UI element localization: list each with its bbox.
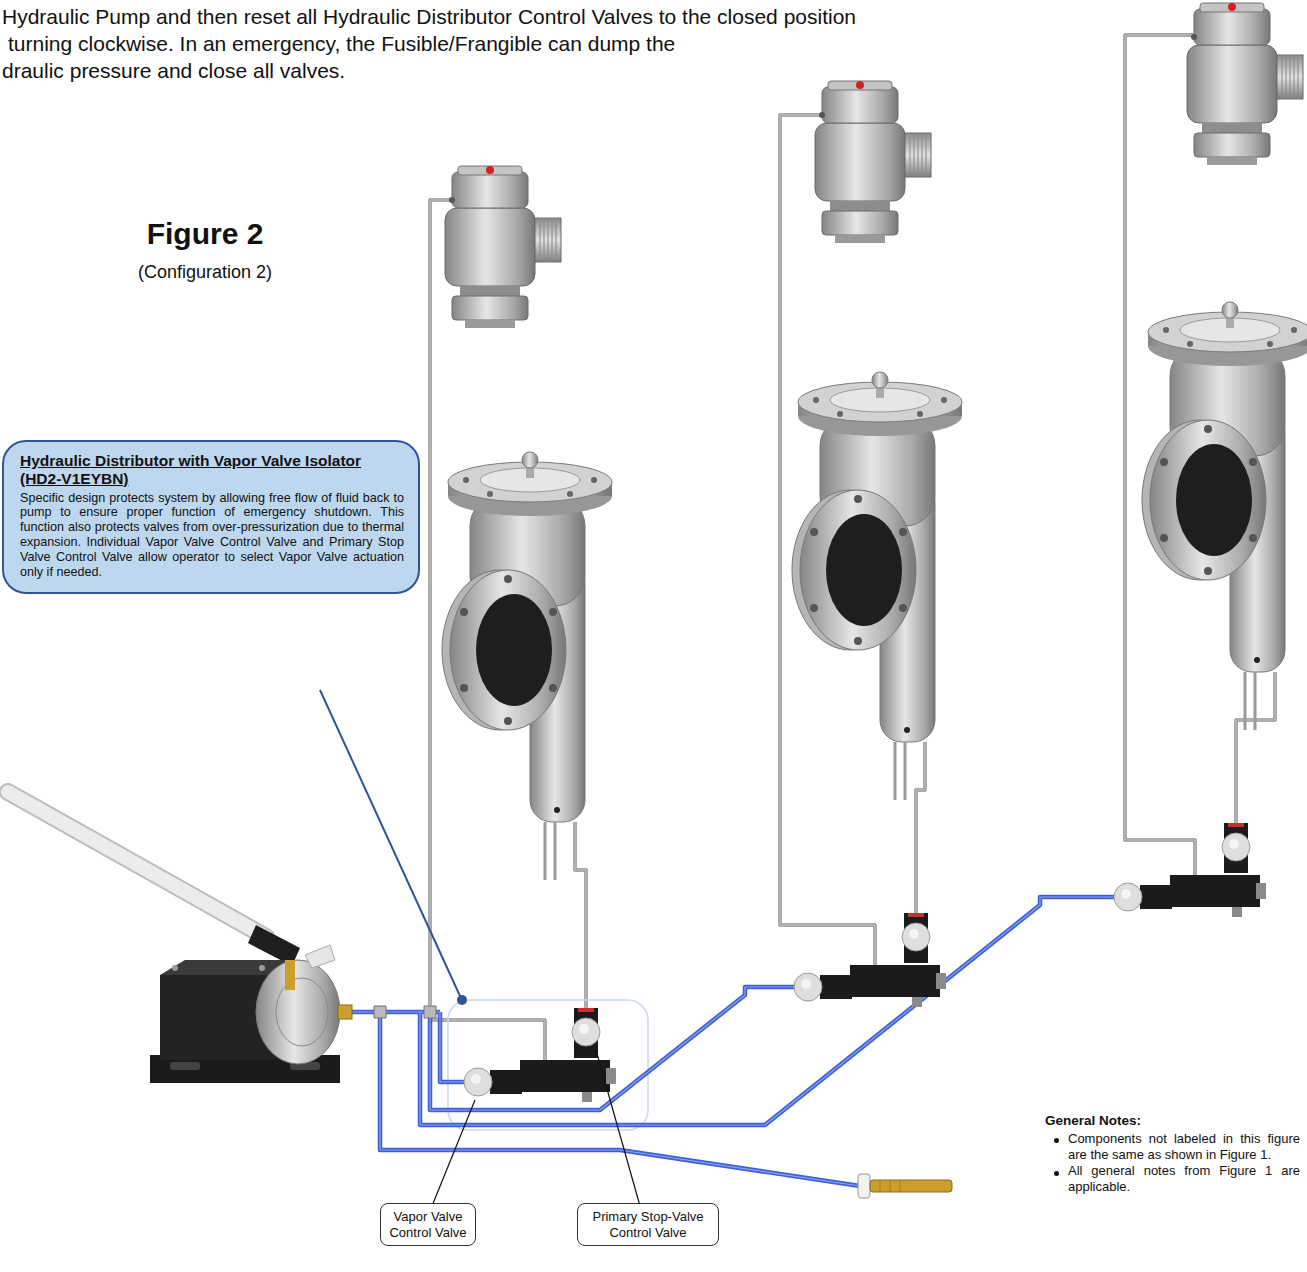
hydraulic-hand-pump-part xyxy=(170,1062,200,1070)
leader-lines-part xyxy=(320,690,460,996)
fusible-frangible-plug xyxy=(858,1174,952,1198)
fusible-frangible-plug-part xyxy=(858,1174,870,1198)
blue-hydraulic-lines-part-part xyxy=(440,1012,464,1082)
hydraulic-hand-pump-part xyxy=(285,960,295,990)
hydraulic-hand-pump-part xyxy=(248,925,300,966)
callout-text: Vapor Valve Control Valve xyxy=(385,1209,471,1240)
callout-text: Primary Stop-Valve Control Valve xyxy=(582,1209,714,1240)
blue-hydraulic-lines xyxy=(352,897,1114,1186)
blue-hydraulic-lines-part xyxy=(352,897,1114,1186)
hydraulic-hand-pump-part xyxy=(259,965,265,971)
component-callout: Primary Stop-Valve Control Valve xyxy=(577,1203,719,1246)
callout-box: Hydraulic Distributor with Vapor Valve I… xyxy=(2,440,420,594)
hydraulic-hand-pump xyxy=(8,792,352,1083)
vapor-valve xyxy=(1187,3,1303,165)
primary-stop-valve xyxy=(1142,302,1307,730)
primary-stop-valve xyxy=(792,372,962,800)
hydraulic-distributor xyxy=(794,913,946,1007)
blue-hydraulic-lines-part-part xyxy=(380,1012,860,1186)
leader-lines xyxy=(320,690,640,1206)
fusible-frangible-plug-part xyxy=(880,1180,900,1192)
vapor-valve xyxy=(815,81,931,243)
vapor-valve xyxy=(445,166,561,328)
leader-lines-part xyxy=(457,995,467,1005)
blue-hydraulic-lines-part-part xyxy=(420,897,1114,1125)
primary-stop-valve xyxy=(442,452,612,880)
bullet-dot xyxy=(1054,1138,1059,1143)
figure-subtitle: (Configuration 2) xyxy=(95,262,315,284)
blue-hydraulic-lines-part-part xyxy=(440,1012,464,1082)
hydraulic-distributor xyxy=(1114,823,1266,917)
hydraulic-distributor xyxy=(464,1008,616,1102)
hydraulic-hand-pump-part xyxy=(172,965,178,971)
fusible-frangible-plug-part xyxy=(870,1180,952,1192)
hydraulic-hand-pump-part xyxy=(256,960,340,1064)
blue-hydraulic-lines-part xyxy=(374,1006,386,1018)
component-callout: Vapor Valve Control Valve xyxy=(380,1203,476,1246)
note-item: Components not labeled in this figure ar… xyxy=(1068,1131,1300,1162)
hydraulic-hand-pump-part xyxy=(8,792,266,937)
notes-heading: General Notes: xyxy=(1045,1113,1141,1129)
hydraulic-hand-pump-part xyxy=(338,1005,352,1019)
bullet-dot xyxy=(1054,1171,1059,1176)
leader-lines-part xyxy=(596,1050,640,1206)
hydraulic-tubing-part-part xyxy=(575,822,586,1008)
blue-hydraulic-lines-part-part xyxy=(380,1012,860,1186)
callout-heading: Hydraulic Distributor with Vapor Valve I… xyxy=(20,452,404,488)
intro-text: draulic pressure and close all valves. xyxy=(2,58,345,83)
leader-lines-part xyxy=(432,1100,475,1206)
hydraulic-tubing-part xyxy=(430,35,1275,1060)
hydraulic-hand-pump-part xyxy=(8,792,266,937)
note-item: All general notes from Figure 1 are appl… xyxy=(1068,1163,1300,1194)
blue-hydraulic-lines-part-part xyxy=(430,987,794,1110)
blue-hydraulic-lines-part-part xyxy=(430,987,794,1110)
blue-hydraulic-lines-part xyxy=(424,1006,436,1018)
hydraulic-hand-pump-part xyxy=(276,978,328,1046)
callout-body: Specific design protects system by allow… xyxy=(20,491,404,580)
hydraulic-tubing-part-part xyxy=(575,822,586,1008)
intro-text: Hydraulic Pump and then reset all Hydrau… xyxy=(2,4,856,29)
hydraulic-tubing-part-part xyxy=(916,742,925,913)
figure-title: Figure 2 xyxy=(105,216,305,252)
hydraulic-hand-pump-part xyxy=(305,945,335,968)
hydraulic-tubing-part xyxy=(430,35,1275,1060)
intro-text: turning clockwise. In an emergency, the … xyxy=(8,31,675,56)
hydraulic-tubing xyxy=(430,35,1275,1060)
blue-hydraulic-lines-part xyxy=(352,897,1114,1186)
blue-hydraulic-lines-part-part xyxy=(420,897,1114,1125)
hydraulic-tubing-part-part xyxy=(916,742,925,913)
